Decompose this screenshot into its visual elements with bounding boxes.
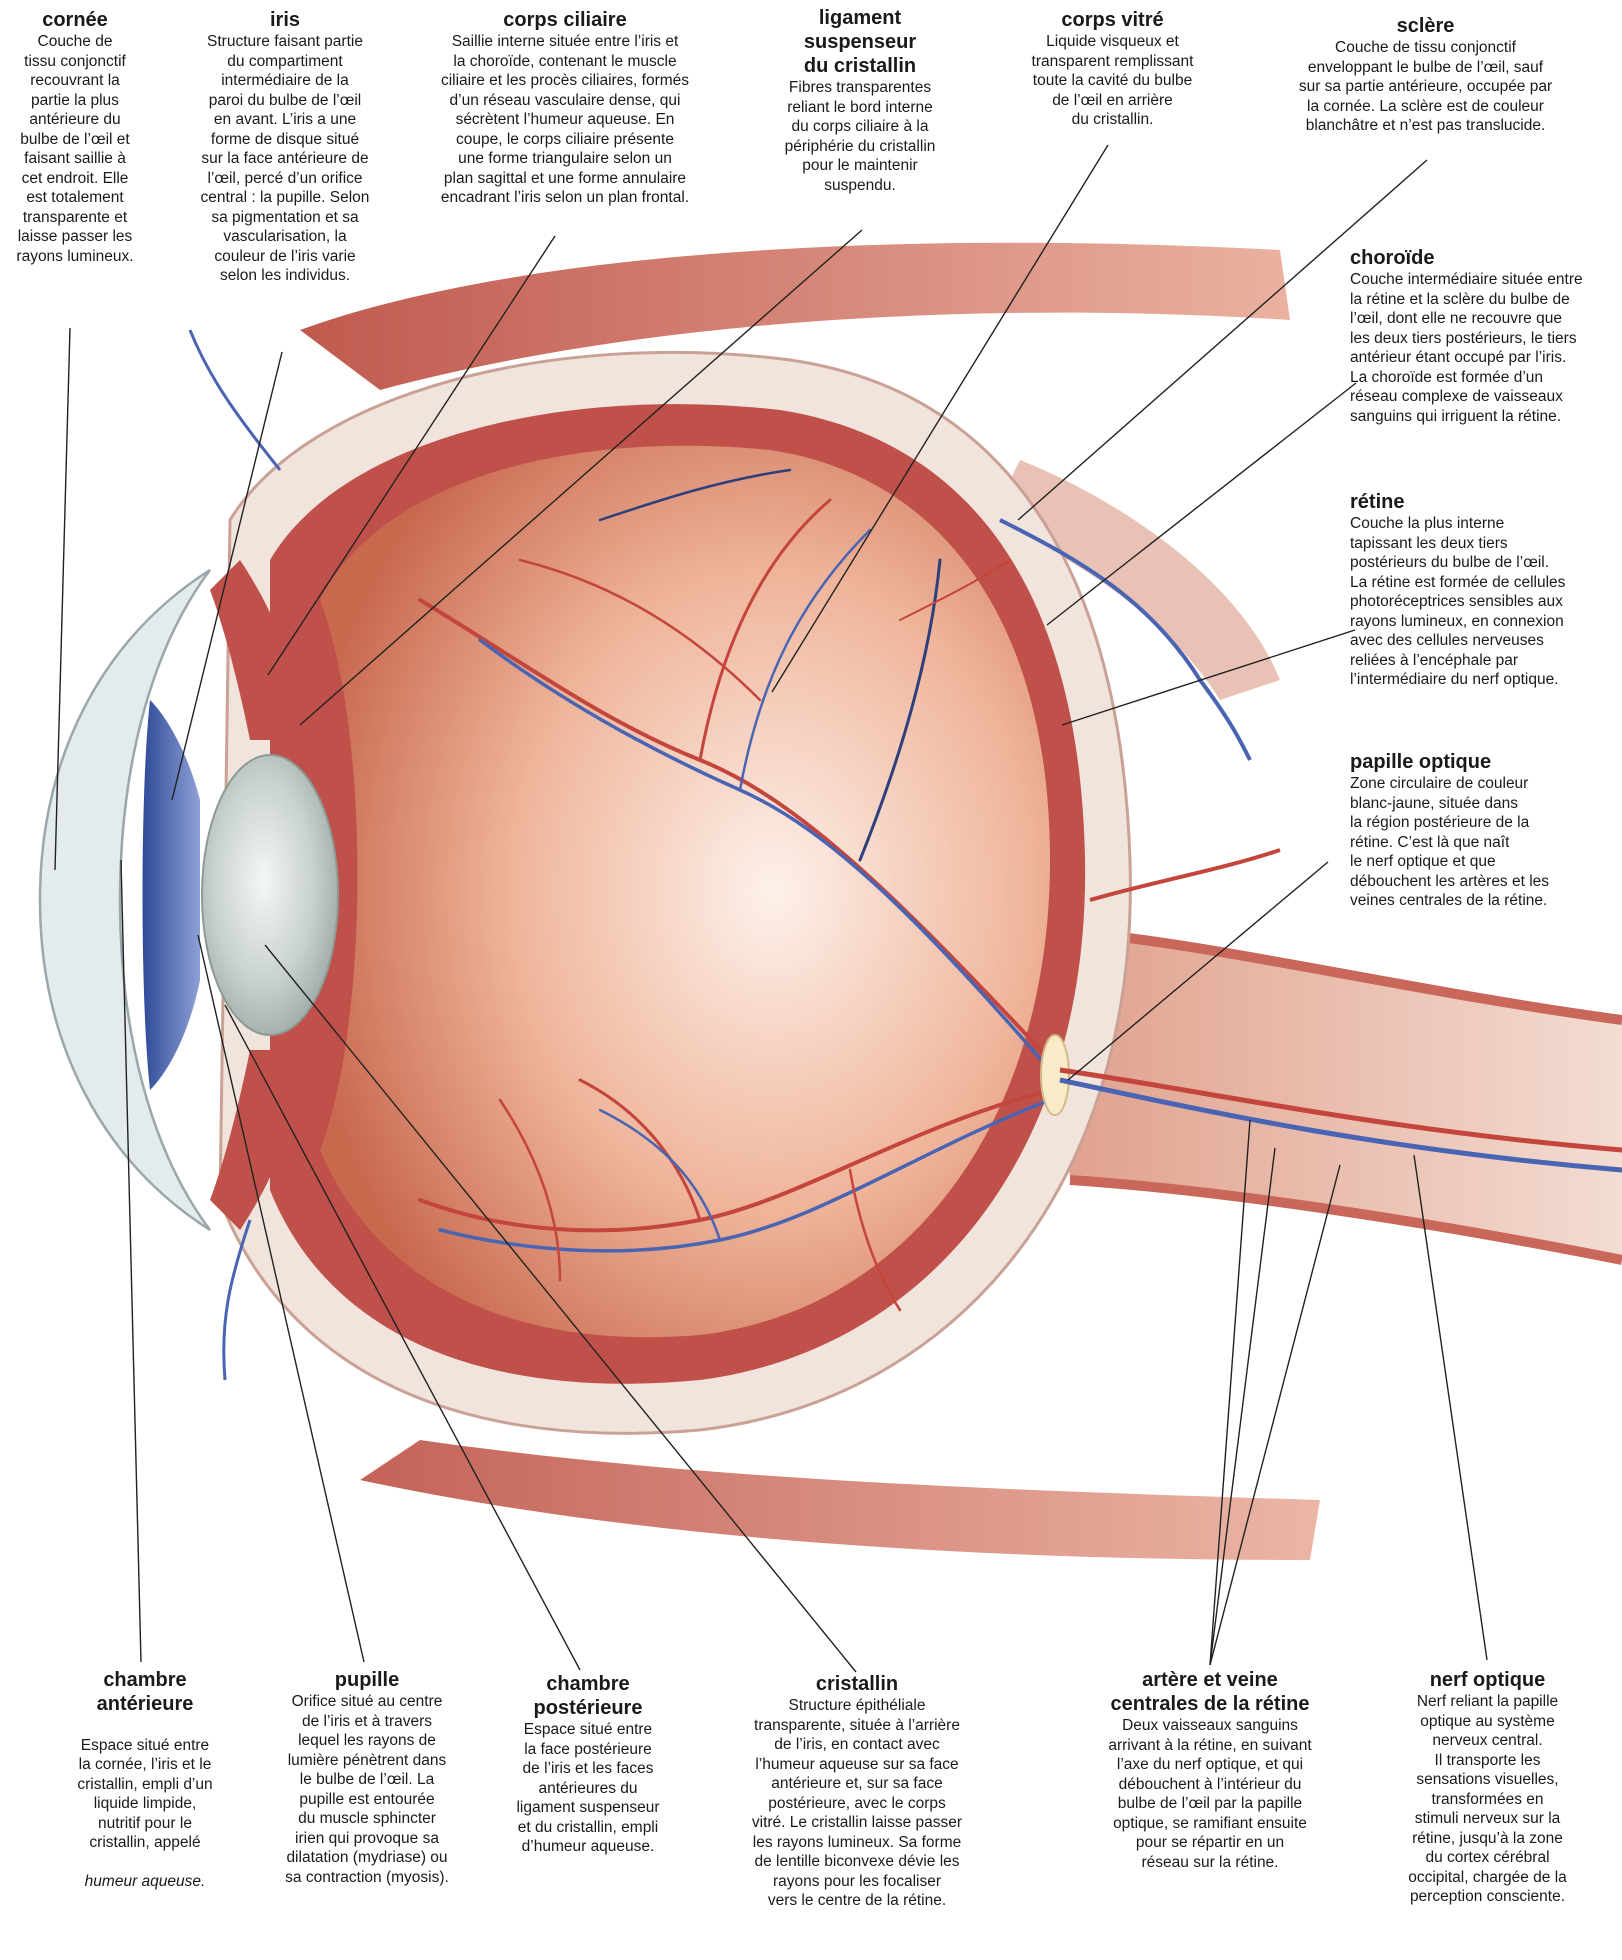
iris-desc: Structure faisant partie du compartiment…: [190, 32, 380, 286]
label-optic-nerve: nerf optique Nerf reliant la papille opt…: [1380, 1668, 1595, 1907]
anterior-chamber-title: chambre antérieure: [55, 1668, 235, 1716]
inferior-muscle: [360, 1440, 1320, 1560]
label-posterior-chamber: chambre postérieure Espace situé entre l…: [498, 1672, 678, 1857]
label-anterior-chamber: chambre antérieure Espace situé entre la…: [55, 1668, 235, 1892]
label-cornea: cornée Couche de tissu conjonctif recouv…: [0, 8, 150, 266]
suspensory-ligament-desc: Fibres transparentes reliant le bord int…: [760, 78, 960, 195]
anterior-chamber-desc-italic: humeur aqueuse.: [85, 1873, 206, 1890]
iris-shape: [143, 700, 201, 1090]
label-ciliary-body: corps ciliaire Saillie interne située en…: [420, 8, 710, 208]
cornea-title: cornée: [0, 8, 150, 32]
label-pupil: pupille Orifice situé au centre de l’iri…: [262, 1668, 472, 1887]
optic-nerve-title: nerf optique: [1380, 1668, 1595, 1692]
optic-disc: [1041, 1035, 1069, 1115]
pupil-title: pupille: [262, 1668, 472, 1692]
central-vessels-title: artère et veine centrales de la rétine: [1085, 1668, 1335, 1716]
choroid-desc: Couche intermédiaire située entre la rét…: [1350, 270, 1620, 426]
lens-desc: Structure épithéliale transparente, situ…: [732, 1696, 982, 1911]
sclera-title: sclère: [1278, 14, 1573, 38]
label-vitreous-body: corps vitré Liquide visqueux et transpar…: [1015, 8, 1210, 130]
central-vessels-desc: Deux vaisseaux sanguins arrivant à la ré…: [1085, 1716, 1335, 1872]
optic-disc-title: papille optique: [1350, 750, 1620, 774]
vitreous-body-title: corps vitré: [1015, 8, 1210, 32]
label-sclera: sclère Couche de tissu conjonctif envelo…: [1278, 14, 1573, 136]
anterior-chamber-desc: Espace situé entre la cornée, l’iris et …: [55, 1716, 235, 1892]
lens-shape: [202, 755, 338, 1035]
optic-disc-desc: Zone circulaire de couleur blanc-jaune, …: [1350, 774, 1620, 911]
lens-title: cristallin: [732, 1672, 982, 1696]
cornea-desc: Couche de tissu conjonctif recouvrant la…: [0, 32, 150, 266]
label-choroid: choroïde Couche intermédiaire située ent…: [1350, 246, 1620, 426]
choroid-title: choroïde: [1350, 246, 1620, 270]
sclera-desc: Couche de tissu conjonctif enveloppant l…: [1278, 38, 1573, 136]
label-iris: iris Structure faisant partie du compart…: [190, 8, 380, 286]
iris-title: iris: [190, 8, 380, 32]
vitreous-body-desc: Liquide visqueux et transparent rempliss…: [1015, 32, 1210, 130]
posterior-chamber-desc: Espace situé entre la face postérieure d…: [498, 1720, 678, 1857]
pupil-desc: Orifice situé au centre de l’iris et à t…: [262, 1692, 472, 1887]
label-lens: cristallin Structure épithéliale transpa…: [732, 1672, 982, 1911]
optic-nerve-desc: Nerf reliant la papille optique au systè…: [1380, 1692, 1595, 1907]
label-central-vessels: artère et veine centrales de la rétine D…: [1085, 1668, 1335, 1872]
retina-title: rétine: [1350, 490, 1620, 514]
ciliary-body-desc: Saillie interne située entre l’iris et l…: [420, 32, 710, 208]
scleral-vessel-top: [190, 330, 280, 470]
suspensory-ligament-title: ligament suspenseur du cristallin: [760, 6, 960, 78]
label-optic-disc: papille optique Zone circulaire de coule…: [1350, 750, 1620, 911]
posterior-chamber-title: chambre postérieure: [498, 1672, 678, 1720]
ciliary-body-title: corps ciliaire: [420, 8, 710, 32]
leader-central-vessels-3: [1210, 1165, 1340, 1665]
retina-desc: Couche la plus interne tapissant les deu…: [1350, 514, 1620, 690]
anterior-chamber-desc-text: Espace situé entre la cornée, l’iris et …: [77, 1737, 212, 1852]
label-suspensory-ligament: ligament suspenseur du cristallin Fibres…: [760, 6, 960, 195]
leader-anterior-chamber: [121, 860, 141, 1662]
label-retina: rétine Couche la plus interne tapissant …: [1350, 490, 1620, 690]
